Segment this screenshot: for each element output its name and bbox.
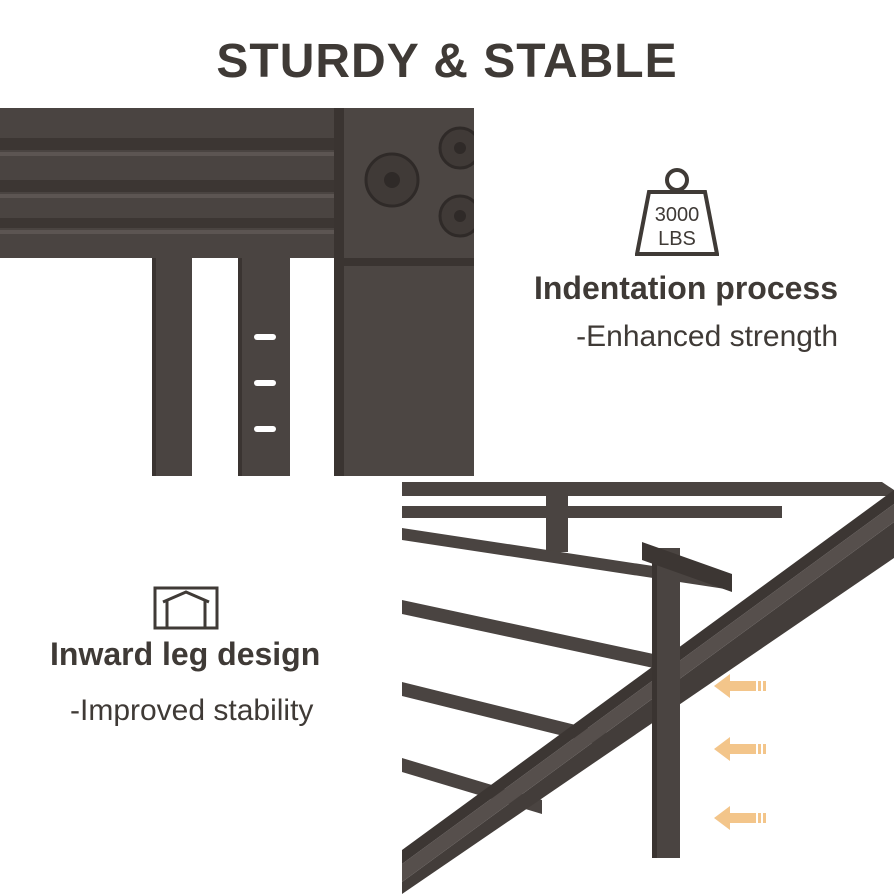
feature-title-inward-leg: Inward leg design <box>50 636 321 672</box>
feature-title-indentation: Indentation process <box>533 270 838 306</box>
arrow-icon <box>714 806 766 830</box>
arrow-icon <box>714 674 766 698</box>
headboard-closeup-image <box>0 108 474 476</box>
page-title: STURDY & STABLE <box>216 35 678 88</box>
weight-label-number: 3000 <box>654 204 700 226</box>
arrow-icon <box>714 737 766 761</box>
frame-leg-image <box>402 482 894 894</box>
weight-label-unit: LBS <box>658 228 696 250</box>
feature-subtitle-inward-leg: -Improved stability <box>70 694 314 727</box>
feature-subtitle-indentation: -Enhanced strength <box>576 320 838 353</box>
weight-icon <box>635 168 719 256</box>
frame-icon <box>153 586 219 630</box>
